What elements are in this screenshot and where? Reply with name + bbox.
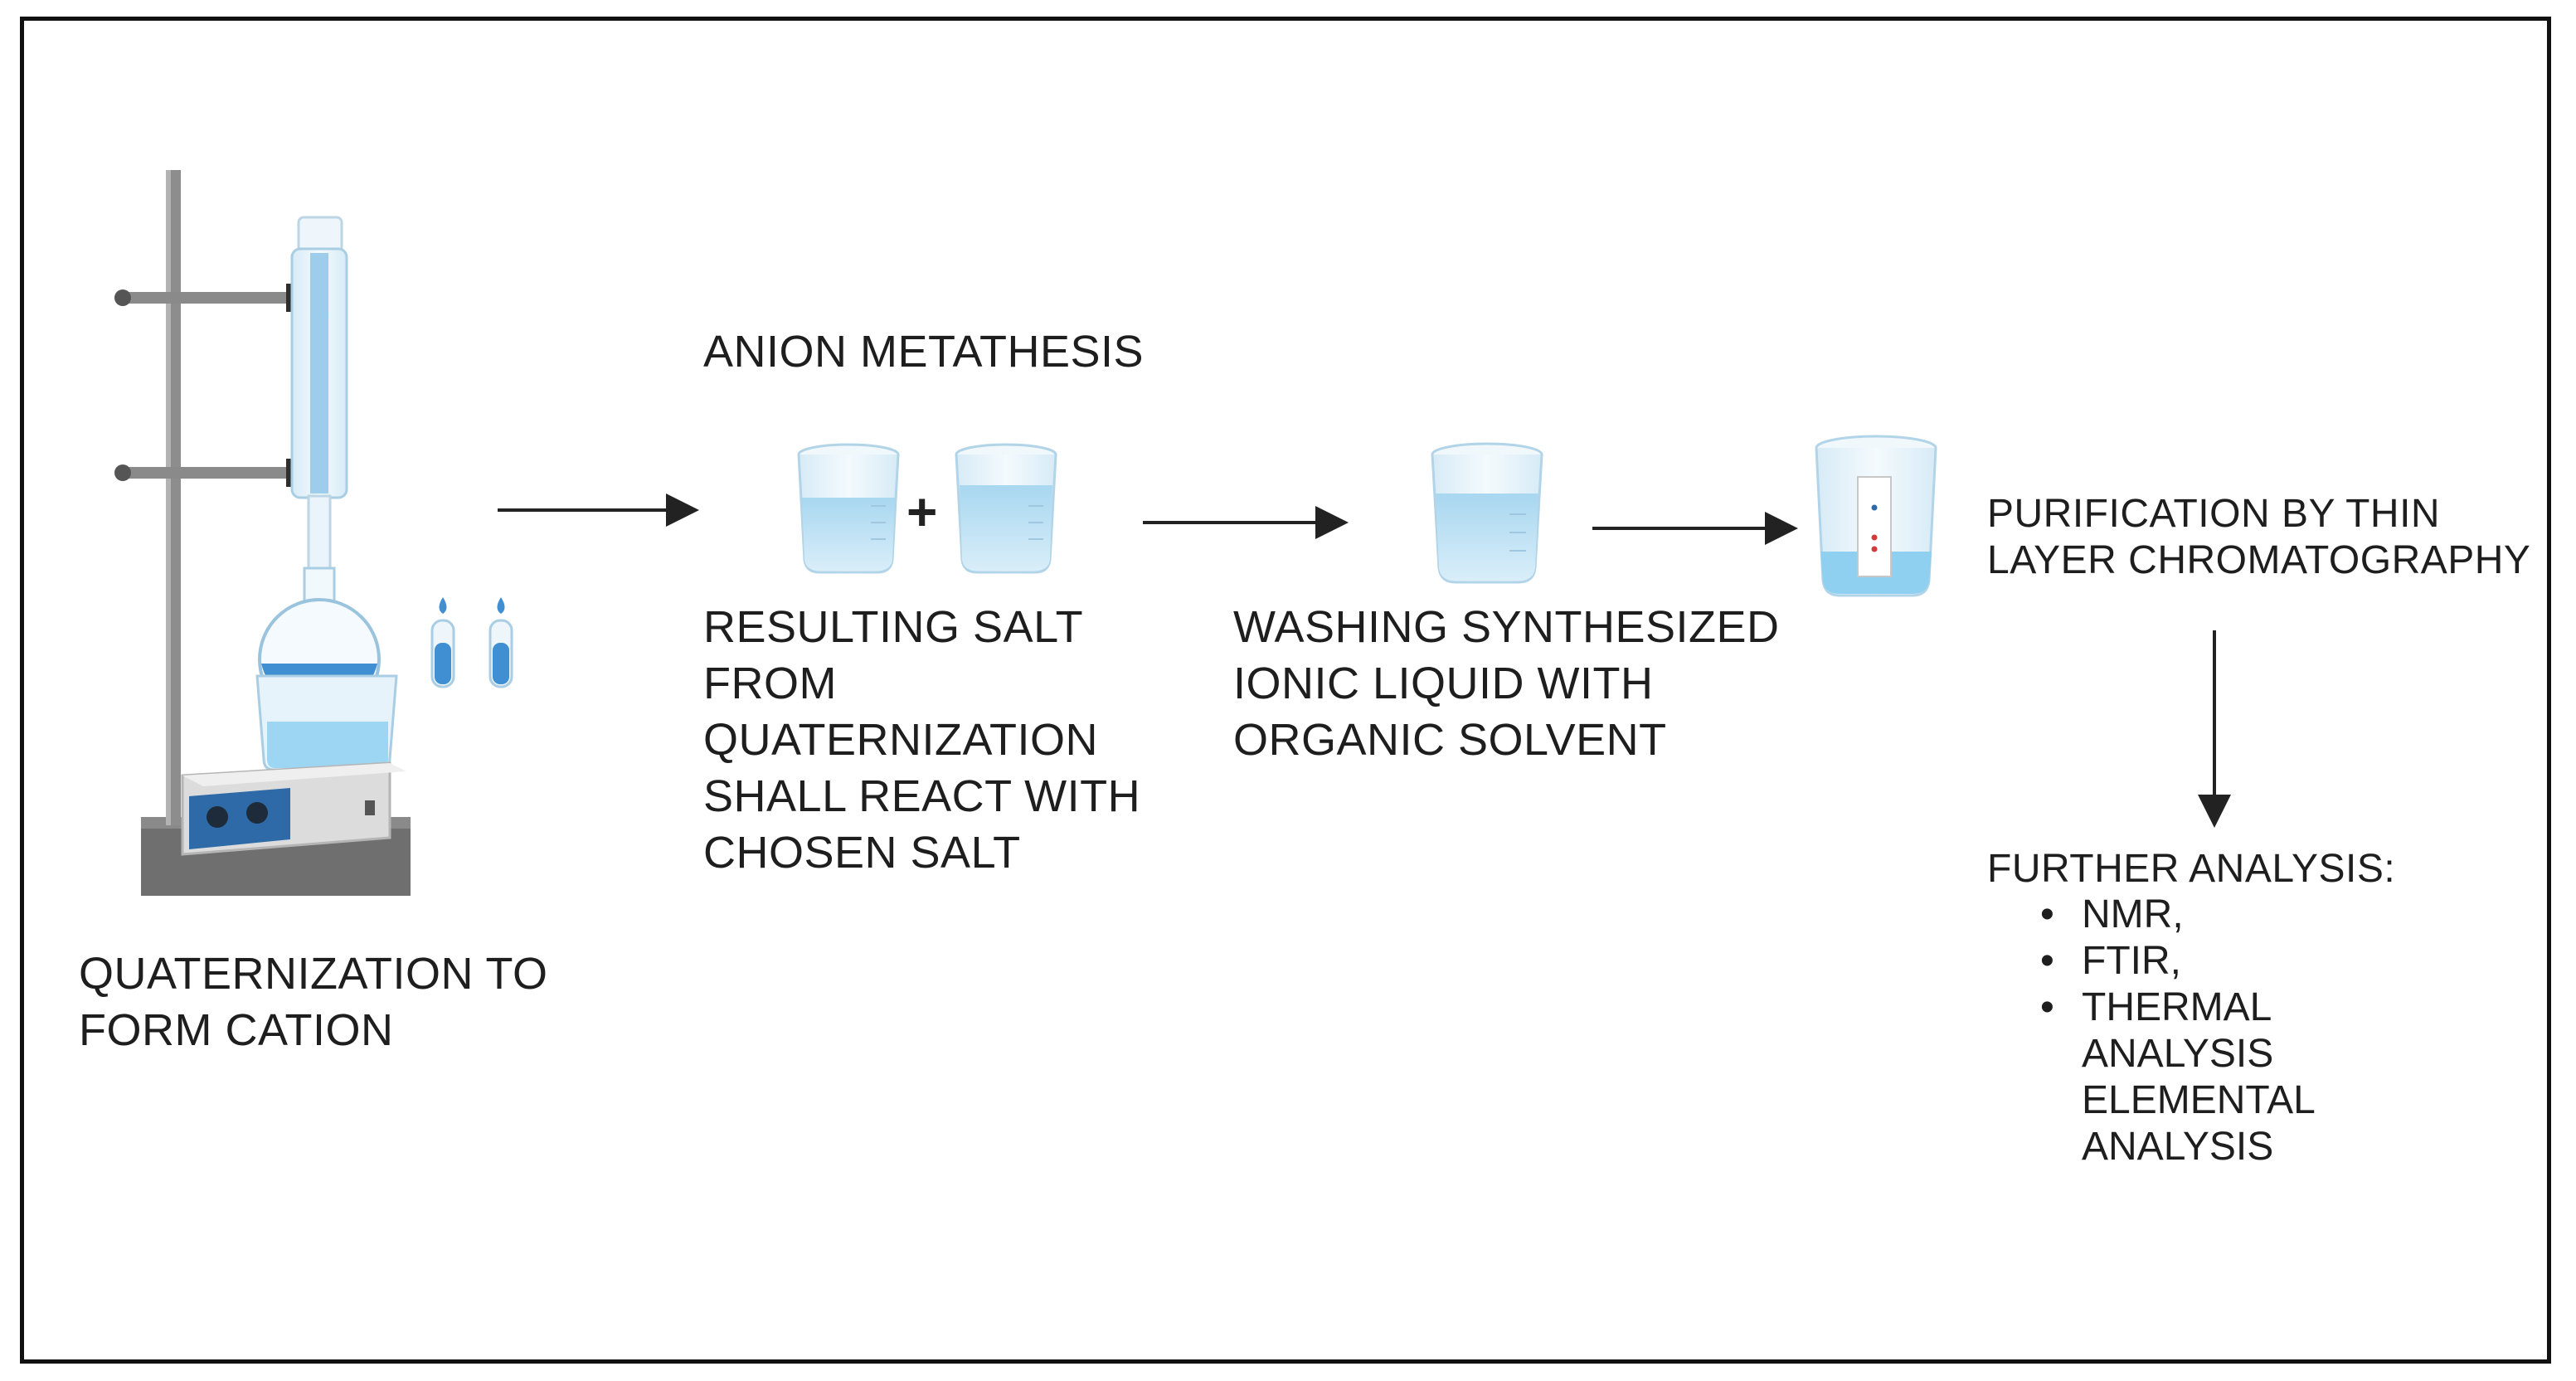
test-tube-icon [488, 597, 513, 688]
quaternization-label: QUATERNIZATION TO FORM CATION [79, 949, 548, 1055]
analysis-item-nmr: NMR, [2040, 892, 2316, 938]
analysis-item-ftir: FTIR, [2040, 938, 2316, 985]
anion-metathesis-label: ANION METATHESIS [703, 327, 1145, 377]
analysis-item-thermal-elemental: THERMAL ANALYSIS ELEMENTAL ANALYSIS [2040, 985, 2316, 1170]
resulting-salt-label: RESULTING SALT FROM QUATERNIZATION SHALL… [703, 602, 1141, 878]
beaker-icon [797, 443, 900, 574]
figure-frame [20, 17, 2551, 1364]
test-tube-icon [430, 597, 455, 688]
plus-sign: + [906, 482, 938, 542]
beaker-icon [955, 443, 1057, 574]
tlc-chamber-icon [1815, 435, 1937, 597]
washing-label: WASHING SYNTHESIZED IONIC LIQUID WITH OR… [1233, 602, 1780, 765]
beaker-icon [1431, 442, 1543, 584]
reflux-apparatus-icon [114, 170, 411, 896]
purification-label: PURIFICATION BY THIN LAYER CHROMATOGRAPH… [1987, 492, 2531, 582]
further-analysis-label: FURTHER ANALYSIS: [1987, 847, 2396, 891]
analysis-list: NMR, FTIR, THERMAL ANALYSIS ELEMENTAL AN… [1999, 892, 2316, 1170]
